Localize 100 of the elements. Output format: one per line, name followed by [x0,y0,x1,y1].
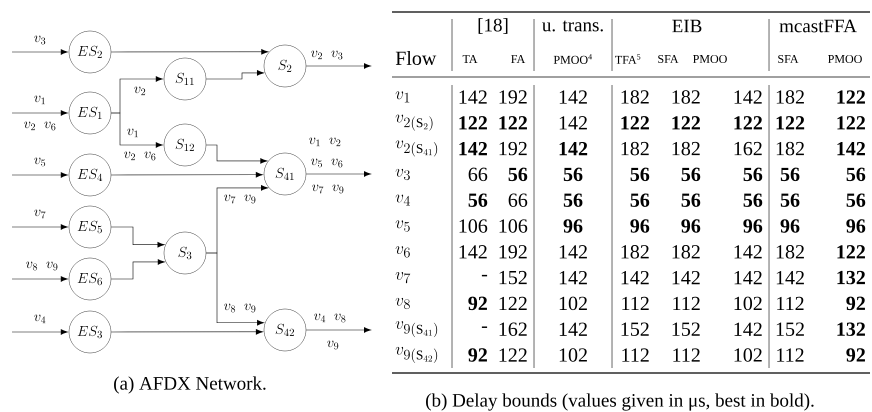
edge-label: $v_{2}$ [134,86,146,96]
column-header: u. trans. [542,20,603,32]
row-header: $v_{3}$ [396,168,410,180]
row-header: $v_{7}$ [396,272,410,284]
arrow [206,144,268,164]
table-cell: 96 [846,219,866,233]
column-header: TFA$^{5}$ [615,54,640,64]
arrow [12,329,68,335]
flow-label: $v_{2}\;\; v_{6}$ [124,152,156,160]
table-cell: 152 [622,322,649,336]
edge-label: $v_{7}$ [34,210,46,218]
table-cell: 142 [734,245,762,258]
table-cell: 152 [776,322,804,336]
column-header: PMOO [828,54,862,64]
table-cell: 182 [622,245,649,259]
arrow [12,276,68,282]
arrow [306,63,372,69]
arrow [206,252,264,326]
table-cell: 182 [776,245,804,259]
table-cell: 56 [564,193,582,207]
flow-label: $v_{2}\;\; v_{6}$ [24,122,56,130]
edge-label: $v_{2}\;\; v_{3}$ [311,50,342,60]
flow-label: $v_{9}$ [327,340,338,350]
table-cell: 162 [500,322,527,336]
edge-label: $v_{8}\;\; v_{9}$ [26,262,58,270]
table-cell: 182 [622,90,649,104]
column-header: FA [511,55,526,63]
flow-label: $v_{1}\;\; v_{2}$ [309,138,340,146]
table-cell: 122 [500,348,527,362]
table-cell: 96 [630,219,650,233]
table-cell: 96 [564,219,582,233]
table-cell: 152 [672,322,700,336]
table-cell: 96 [681,219,700,233]
table-cell: 122 [459,116,487,130]
column-header: TA [462,55,478,63]
table-cell: 56 [564,168,582,182]
table-cell: 142 [560,116,587,130]
arrow [110,112,163,148]
row-header: $v_{8}$ [396,298,410,310]
table-cell: 182 [672,90,700,104]
column-header: SFA [658,54,678,64]
table-cell: 142 [560,142,588,156]
table-cell: 122 [500,296,527,310]
table-cell: 122 [734,116,762,130]
row-header: $v_{9(\mathrm{S}_{42})}$ [396,346,438,363]
row-header: $v_{4}$ [396,194,410,206]
arrow [306,327,372,333]
table-cell: 56 [846,193,866,207]
table-cell: 112 [777,348,804,362]
arrow [110,49,268,55]
row-header: $v_{9(\mathrm{S}_{41})}$ [396,321,438,338]
table-cell: 142 [776,270,804,284]
table-cell: 142 [460,245,487,258]
table-cell: 56 [682,168,700,182]
arrow [110,226,165,248]
table-cell: 106 [500,219,528,233]
row-header: $v_{1}$ [396,91,410,102]
table-cell: 96 [743,219,762,233]
table-cell: 56 [682,193,700,207]
table-cell: 112 [673,348,700,362]
table-cell: 182 [672,142,700,156]
arrow [110,172,263,178]
table-cell: 152 [500,270,527,284]
table-cell: 192 [500,142,527,156]
arrow [12,49,68,55]
table-cell: 142 [734,90,762,104]
edge-label: $v_{8}\;\; v_{9}$ [224,304,256,312]
table-cell: 142 [734,322,762,336]
table-cell: 142 [672,270,700,284]
table-cell: 122 [837,245,865,258]
arrow [12,224,68,230]
table-cell: 142 [560,322,587,336]
row-header: $v_{2(\mathrm{S}_{2})}$ [396,114,432,131]
row-header: $v_{5}$ [396,220,410,232]
table-cell: 56 [630,193,650,207]
arrow [110,329,263,335]
arrow [12,172,68,178]
edge-label: $v_{1}$ [127,128,138,138]
table-cell: 132 [837,322,865,336]
table-cell: 122 [776,116,804,130]
column-header: SFA [778,54,798,64]
table-cell: 102 [734,296,762,310]
table-cell: 192 [500,245,527,258]
table-cell: 56 [630,168,650,182]
table-cell: 122 [672,116,700,130]
table-cell: 142 [459,142,487,156]
table-cell: 56 [780,193,800,207]
edge-label: $v_{3}$ [34,36,46,44]
table-cell: 92 [468,348,487,362]
table-cell: 92 [468,296,487,310]
column-header: EIB [672,20,702,32]
table-cell: 142 [460,90,487,104]
row-header: $v_{2(\mathrm{S}_{41})}$ [396,140,438,157]
arrow [12,110,68,116]
caption: (b) Delay bounds (values given in μs, best in bold). [426,393,814,411]
table-cell: 112 [622,296,649,310]
table-cell: 66 [508,193,528,207]
arrow [306,171,372,177]
table-cell: 122 [621,116,649,130]
table-cell: 122 [499,116,527,130]
